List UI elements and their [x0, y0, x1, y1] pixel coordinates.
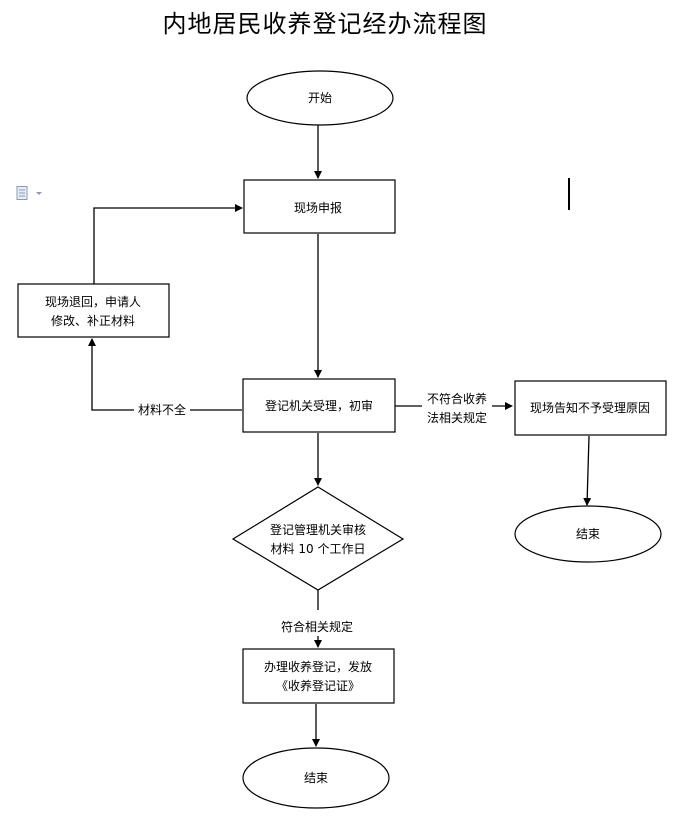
- node-apply: [243, 179, 396, 234]
- edge-review-return: [88, 338, 242, 411]
- node-start-label: 开始: [308, 91, 332, 105]
- node-start: [246, 70, 394, 126]
- node-review: [242, 378, 396, 433]
- edge-comply-label: 符合相关规定: [281, 619, 353, 634]
- edge-incomplete-label: 材料不全: [138, 402, 186, 417]
- node-audit: [231, 486, 405, 591]
- node-reject-label: 现场告知不予受理原因: [530, 401, 650, 415]
- page-title: 内地居民收养登记经办流程图: [162, 10, 488, 38]
- node-return-label-1: 现场退回，申请人: [45, 295, 141, 309]
- edge-not-comply-label-2: 法相关规定: [427, 410, 487, 425]
- node-review-label: 登记机关受理，初审: [265, 398, 373, 413]
- node-issue-label-2: 《收养登记证》: [276, 678, 360, 693]
- node-reject: [514, 380, 667, 436]
- node-end-right-label: 结束: [576, 527, 600, 541]
- node-end-bottom-label: 结束: [304, 771, 328, 785]
- node-audit-label-1: 登记管理机关审核: [270, 522, 366, 537]
- node-end-bottom: [242, 747, 390, 809]
- node-audit-label-2: 材料 10 个工作日: [271, 542, 366, 556]
- node-issue-label-1: 办理收养登记，发放: [264, 659, 372, 674]
- node-issue: [242, 648, 395, 704]
- edge-return-apply: [93, 204, 243, 284]
- node-apply-label: 现场申报: [294, 200, 342, 215]
- node-return-label-2: 修改、补正材料: [51, 313, 135, 328]
- node-end-right: [514, 505, 662, 563]
- edge-not-comply-label-1: 不符合收养: [427, 391, 487, 406]
- document-icon: [16, 186, 44, 200]
- edge-reject-end: [583, 435, 592, 506]
- node-return: [17, 283, 170, 338]
